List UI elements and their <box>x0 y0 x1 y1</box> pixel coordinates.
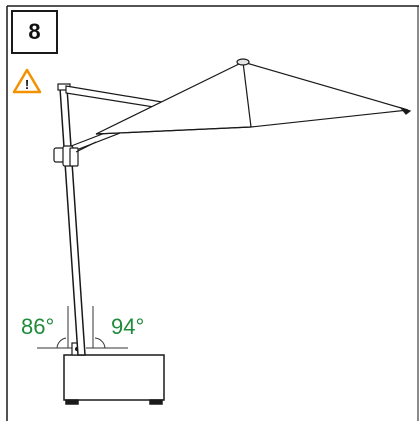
angle-marker-right <box>86 306 128 349</box>
warning-triangle-icon: ! <box>12 68 42 94</box>
main-pole <box>59 87 86 356</box>
angle-marker-left <box>37 306 78 349</box>
step-number-badge: 8 <box>11 10 58 54</box>
angle-label-left: 86° <box>21 314 55 339</box>
crank-handle <box>53 141 97 167</box>
upper-strut <box>65 85 163 109</box>
warning-symbol: ! <box>25 77 29 92</box>
step-number: 8 <box>28 19 41 44</box>
base-weight <box>63 354 165 405</box>
angle-label-right: 94° <box>111 314 145 339</box>
canopy <box>95 58 412 135</box>
